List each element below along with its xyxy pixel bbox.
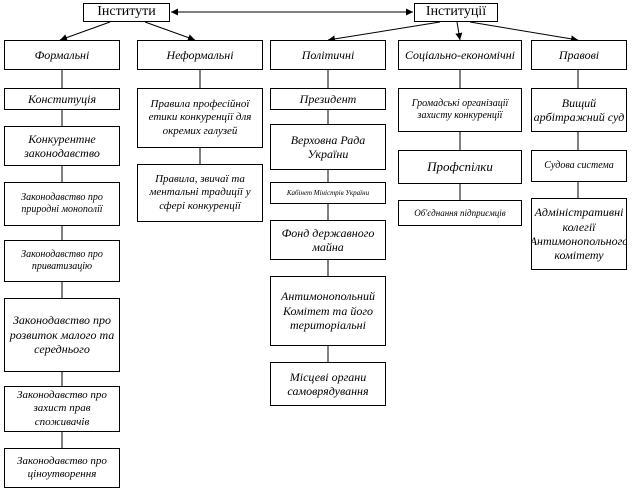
category-formal: Формальні [4,40,120,70]
socioeconomic-item-2: Профспілки [398,150,522,184]
arrow-to-political [327,21,441,43]
arrow-to-informal [144,21,196,41]
arrow-to-formal [59,21,111,41]
legal-item-3: Адміністративні колегії Антимонопольного… [531,198,627,270]
formal-item-6: Законодавство про захист прав споживачів [4,386,120,432]
arrow-to-socioeconomic [455,21,463,41]
informal-item-1: Правила професійної етики конкуренції дл… [137,88,263,148]
political-item-5: Антимонопольний Комітет та його територі… [270,276,386,346]
category-informal: Неформальні [137,40,263,70]
arrow-to-legal [469,21,579,43]
formal-item-3: Законодавство про природні монополії [4,182,120,226]
informal-item-2: Правила, звичаї та ментальні традиції у … [137,164,263,222]
socioeconomic-item-1: Громадські організації захисту конкуренц… [398,88,522,132]
political-item-1: Президент [270,88,386,110]
root-instytutsii: Інституції [414,3,498,22]
political-item-6: Місцеві органи самоврядування [270,362,386,406]
political-item-4: Фонд державного майна [270,220,386,260]
formal-item-1: Конституція [4,88,120,110]
legal-item-1: Вищий арбітражний суд [531,88,627,132]
root-instituty: Інститути [83,3,170,22]
socioeconomic-item-3: Об'єднання підприємців [398,200,522,226]
formal-item-7: Законодавство про ціноутворення [4,448,120,488]
category-socioeconomic: Соціально-економічні [398,40,522,70]
formal-item-4: Законодавство про приватизацію [4,240,120,282]
category-legal: Правові [531,40,627,70]
formal-item-5: Законодавство про розвиток малого та сер… [4,298,120,372]
legal-item-2: Судова система [531,150,627,182]
formal-item-2: Конкурентне законодавство [4,126,120,166]
category-political: Політичні [270,40,386,70]
political-item-3: Кабінет Міністрів України [270,182,386,204]
political-item-2: Верховна Рада України [270,124,386,170]
